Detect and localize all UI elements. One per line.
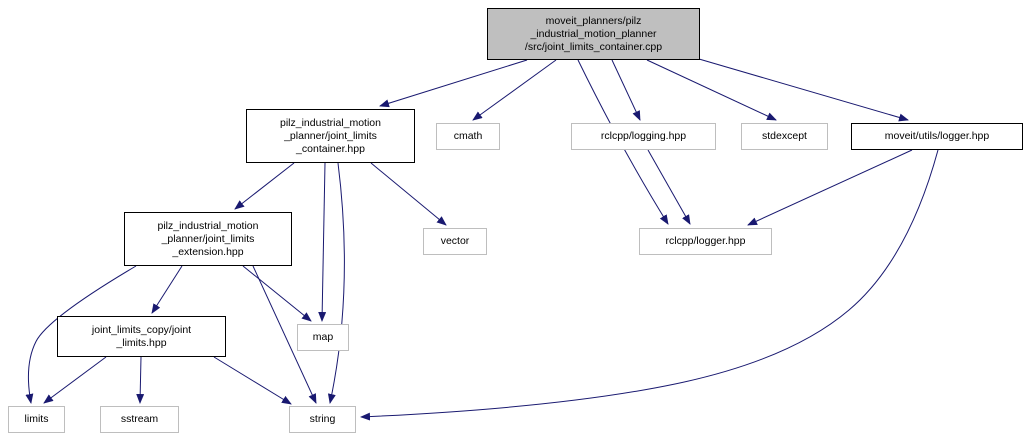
edge-joint-limits-container-cpp--moveit-utils-logger-hpp bbox=[698, 58, 909, 122]
node-joint-limits-container-hpp[interactable]: pilz_industrial_motion_planner/joint_lim… bbox=[246, 109, 415, 163]
edge-joint-limits-container-hpp--map bbox=[318, 162, 327, 322]
node-moveit-utils-logger-hpp[interactable]: moveit/utils/logger.hpp bbox=[851, 123, 1023, 150]
node-rclcpp-logger-hpp: rclcpp/logger.hpp bbox=[639, 228, 772, 255]
node-label-line: sstream bbox=[120, 413, 159, 425]
edge-joint-limits-copy-hpp--string bbox=[213, 356, 292, 405]
node-label-line: moveit_planners/pilz bbox=[545, 14, 642, 27]
edge-joint-limits-extension-hpp--map bbox=[242, 265, 312, 322]
node-label-line: limits bbox=[24, 413, 49, 425]
node-label-line: /src/joint_limits_container.cpp bbox=[524, 40, 663, 53]
node-joint-limits-extension-hpp[interactable]: pilz_industrial_motion_planner/joint_lim… bbox=[124, 212, 292, 266]
node-label-line: _limits.hpp bbox=[116, 336, 167, 349]
node-label-line: pilz_industrial_motion bbox=[280, 116, 381, 129]
node-label-line: map bbox=[312, 331, 334, 343]
edge-joint-limits-container-hpp--joint-limits-extension-hpp bbox=[234, 162, 295, 210]
edge-joint-limits-container-cpp--stdexcept bbox=[646, 59, 777, 121]
edge-joint-limits-copy-hpp--limits bbox=[43, 356, 107, 404]
edge-joint-limits-copy-hpp--sstream bbox=[136, 356, 145, 404]
node-label-line: string bbox=[309, 413, 336, 425]
node-label-line: rclcpp/logging.hpp bbox=[600, 130, 687, 142]
node-label-line: vector bbox=[440, 235, 470, 247]
edge-joint-limits-container-cpp--rclcpp-logging-hpp bbox=[611, 59, 641, 121]
node-sstream: sstream bbox=[100, 406, 179, 433]
node-joint-limits-copy-hpp[interactable]: joint_limits_copy/joint_limits.hpp bbox=[57, 316, 226, 357]
node-label-line: cmath bbox=[453, 130, 483, 142]
node-joint-limits-container-cpp: moveit_planners/pilz_industrial_motion_p… bbox=[487, 8, 700, 60]
edge-joint-limits-container-hpp--vector bbox=[370, 162, 447, 226]
edge-joint-limits-extension-hpp--joint-limits-copy-hpp bbox=[151, 265, 183, 314]
node-label-line: _container.hpp bbox=[296, 142, 365, 155]
node-limits: limits bbox=[8, 406, 65, 433]
node-rclcpp-logging-hpp: rclcpp/logging.hpp bbox=[571, 123, 716, 150]
edge-joint-limits-container-hpp--string bbox=[327, 162, 345, 404]
edge-rclcpp-logging-hpp--rclcpp-logger-hpp bbox=[647, 149, 691, 225]
node-label-line: moveit/utils/logger.hpp bbox=[884, 130, 990, 142]
edge-joint-limits-container-cpp--cmath bbox=[472, 59, 557, 121]
node-label-line: stdexcept bbox=[762, 130, 807, 142]
node-label-line: joint_limits_copy/joint bbox=[91, 323, 192, 336]
node-label-line: pilz_industrial_motion bbox=[157, 219, 259, 232]
node-string: string bbox=[289, 406, 356, 433]
node-map: map bbox=[297, 324, 349, 351]
node-vector: vector bbox=[423, 228, 487, 255]
edge-moveit-utils-logger-hpp--rclcpp-logger-hpp bbox=[747, 149, 913, 226]
node-stdexcept: stdexcept bbox=[741, 123, 828, 150]
edge-moveit-utils-logger-hpp--string bbox=[360, 149, 939, 421]
node-cmath: cmath bbox=[436, 123, 500, 150]
node-label-line: _extension.hpp bbox=[172, 245, 244, 258]
edge-joint-limits-container-cpp--joint-limits-container-hpp bbox=[379, 59, 528, 108]
node-label-line: _industrial_motion_planner bbox=[530, 27, 657, 40]
node-label-line: rclcpp/logger.hpp bbox=[665, 235, 746, 247]
node-label-line: _planner/joint_limits bbox=[284, 129, 377, 142]
node-label-line: _planner/joint_limits bbox=[161, 232, 255, 245]
